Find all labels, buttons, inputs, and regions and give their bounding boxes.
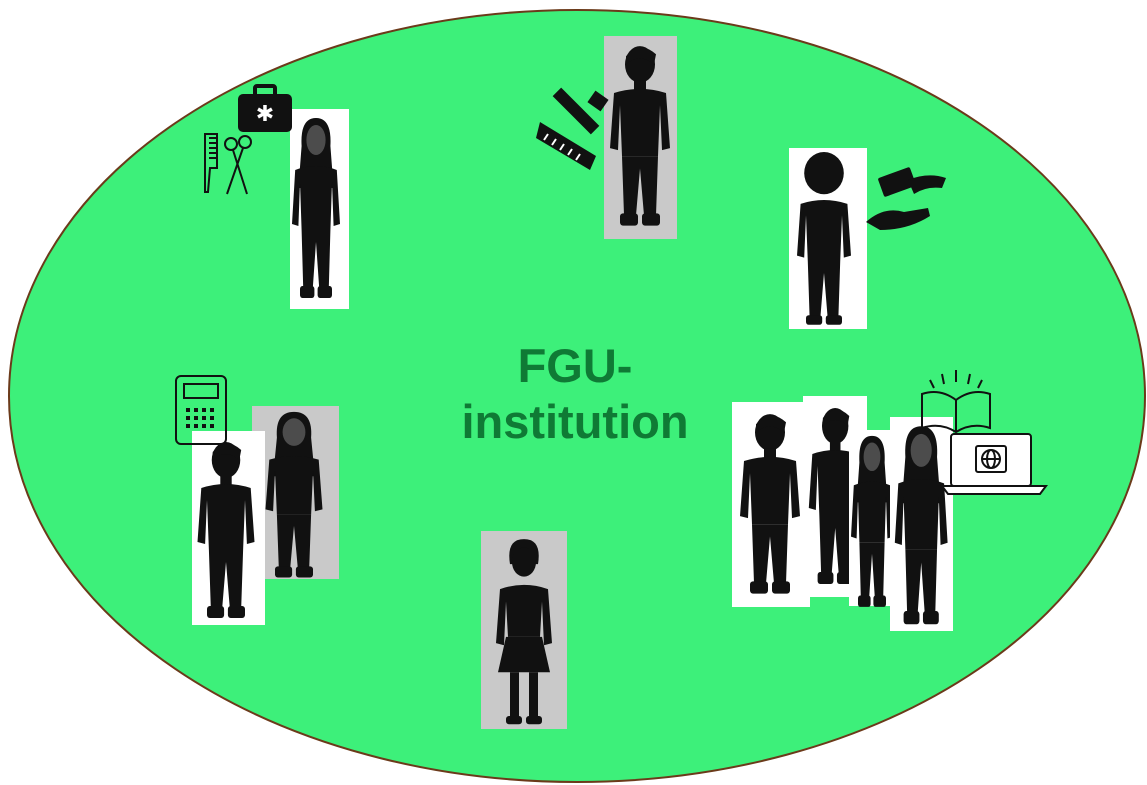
center-label-line-1: FGU- bbox=[517, 339, 633, 392]
center-label: FGU- institution bbox=[430, 338, 720, 450]
comb-icon bbox=[204, 133, 218, 193]
scissors-icon bbox=[224, 135, 252, 195]
students-group bbox=[732, 370, 1048, 631]
book-icon bbox=[921, 370, 991, 434]
service-worker-group bbox=[481, 531, 567, 729]
hammer-icon bbox=[552, 87, 609, 135]
svg-text:✱: ✱ bbox=[256, 102, 274, 127]
first-aid-kit-icon: ✱ bbox=[238, 84, 292, 132]
center-label-line-2: institution bbox=[461, 395, 689, 448]
office-workers-group bbox=[175, 375, 339, 625]
finance-worker-group bbox=[789, 148, 946, 329]
saw-icon bbox=[536, 122, 596, 170]
calculator-icon bbox=[175, 375, 227, 445]
craftsman-group bbox=[536, 36, 677, 239]
health-beauty-worker-group: ✱ bbox=[204, 84, 349, 309]
money-hand-icon bbox=[866, 167, 946, 230]
laptop-globe-icon bbox=[940, 433, 1048, 495]
